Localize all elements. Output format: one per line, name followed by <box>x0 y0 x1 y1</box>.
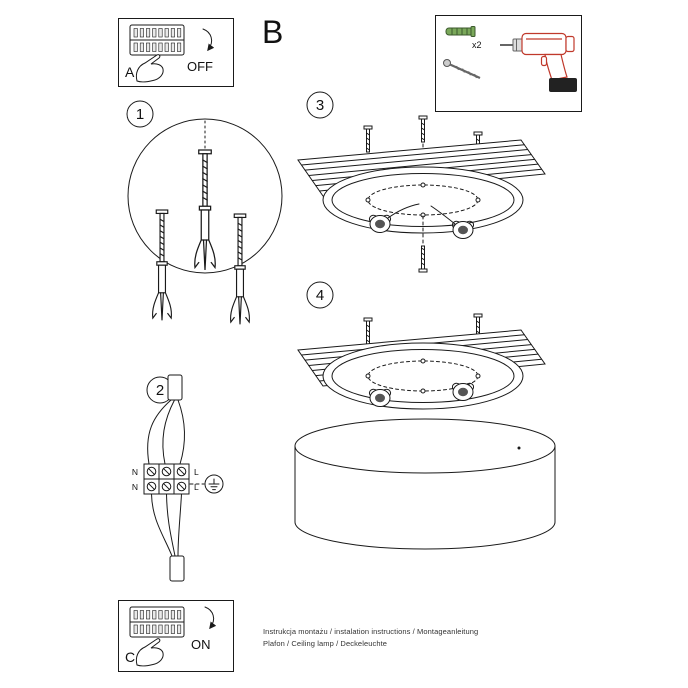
drill-icon <box>500 32 577 92</box>
step1-number: 1 <box>136 106 144 123</box>
wire <box>147 399 172 465</box>
shade-fixing-dot <box>517 446 521 450</box>
terminal-label-live-top: L <box>194 467 199 477</box>
pointing-hand-icon <box>135 638 164 667</box>
earth-symbol-icon <box>204 474 224 494</box>
terminal-label-live-bottom: L <box>194 482 199 492</box>
center-screw-icon <box>418 245 428 273</box>
step4-number-badge <box>306 281 334 309</box>
panel-a-illustration <box>129 24 215 83</box>
step1-number-badge <box>126 100 154 128</box>
wire <box>177 493 182 557</box>
footer-line-2: Plafon / Ceiling lamp / Deckeleuchte <box>263 639 388 648</box>
socket-wire <box>387 203 420 219</box>
panel-a-box: OFF A <box>118 18 234 87</box>
mounting-ring-bracket <box>322 342 524 410</box>
socket-wire <box>430 205 456 225</box>
breaker-panel-icon <box>129 24 185 56</box>
step3-number: 3 <box>316 97 324 114</box>
panel-c-label: C <box>125 649 136 665</box>
lamp-socket-icon <box>451 382 475 401</box>
lamp-socket-icon <box>368 214 392 233</box>
panel-a-label: A <box>125 64 135 80</box>
anchor-quantity-label: x2 <box>472 40 482 50</box>
mounting-screw-icon <box>363 125 373 153</box>
panel-c-box: ON C <box>118 600 234 672</box>
panel-c-illustration <box>129 606 217 667</box>
power-off-label: OFF <box>187 59 213 74</box>
wall-anchor-icon <box>151 209 173 321</box>
step3-number-badge <box>306 91 334 119</box>
wall-anchor-icon <box>194 149 216 271</box>
wall-anchor-icon <box>229 213 251 325</box>
step1-illustration: 1 <box>126 100 283 325</box>
breaker-panel-icon <box>129 606 185 638</box>
tools-illustration <box>443 26 577 92</box>
footer-line-1: Instrukcja montażu / instalation instruc… <box>263 627 479 636</box>
step3-illustration: 3 <box>297 91 546 273</box>
screw-icon <box>443 59 481 80</box>
panel-b-label: B <box>262 14 284 50</box>
fixture-cable <box>169 555 185 582</box>
step4-illustration: 4 <box>294 281 556 550</box>
magnifier-circle <box>127 118 283 274</box>
step2-illustration: 2 N L N L <box>132 374 224 582</box>
switch-on-arrow-icon <box>204 606 217 630</box>
wire <box>177 399 185 465</box>
wire <box>162 399 175 465</box>
power-on-label: ON <box>191 637 211 652</box>
wall-plug-icon <box>445 26 476 37</box>
wire <box>166 493 176 557</box>
terminal-label-neutral-bottom: N <box>132 482 138 492</box>
lamp-socket-icon <box>451 220 475 239</box>
terminal-block <box>143 463 190 495</box>
tools-box: x2 <box>435 15 582 112</box>
lamp-socket-icon <box>368 388 392 407</box>
mounting-screw-icon <box>363 317 373 345</box>
drum-shade <box>294 418 556 550</box>
wire <box>151 493 173 557</box>
supply-cable <box>167 374 183 401</box>
mounting-screw-icon <box>418 115 428 143</box>
switch-off-arrow-icon <box>202 28 215 52</box>
step2-number: 2 <box>156 382 164 399</box>
step4-number: 4 <box>316 287 324 304</box>
pointing-hand-icon <box>135 54 164 83</box>
terminal-label-neutral-top: N <box>132 467 138 477</box>
